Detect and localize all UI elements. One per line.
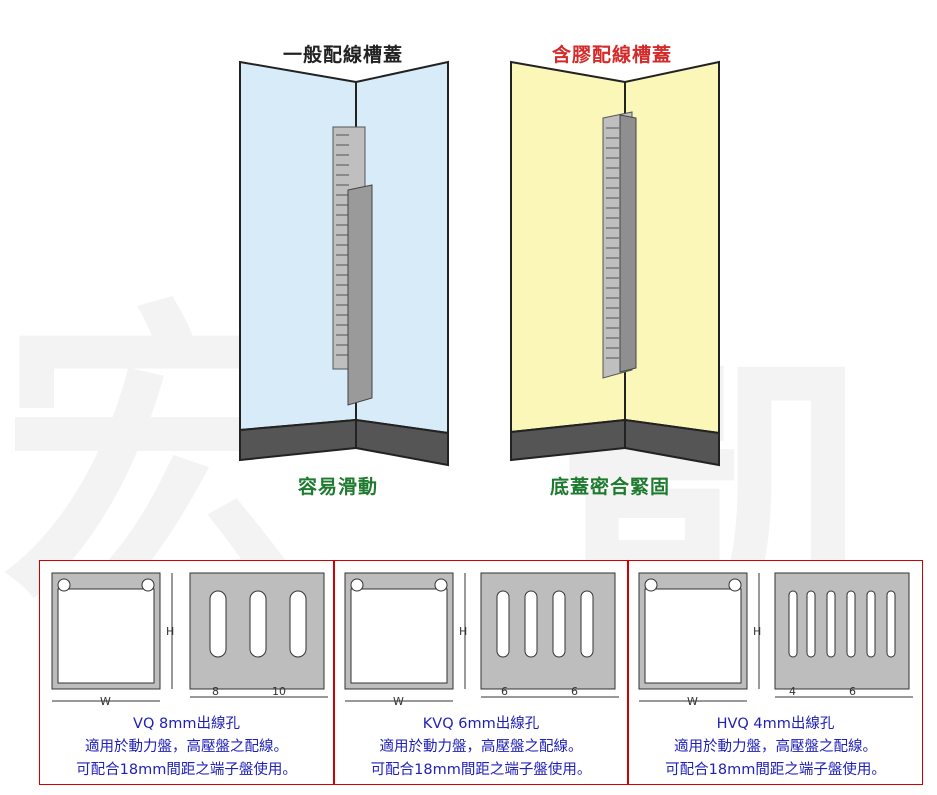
vq-h-label: H — [166, 625, 174, 638]
figure-caption-standard: 容易滑動 — [298, 476, 379, 498]
vq-profile-diagram: H W 8 10 — [51, 572, 328, 708]
spec-card-vq: H W 8 10 VQ 8mm出線孔 適用於動力盤，高壓盤之配線。 可配合18m… — [39, 560, 334, 785]
kvq-usage: 適用於動力盤，高壓盤之配線。 — [379, 739, 583, 755]
spec-card-hvq: H W 4 6 HVQ 4mm出線孔 適用於動力盤，高壓盤之配線。 可配合18m… — [628, 560, 923, 785]
hvq-profile-diagram: H W 4 6 — [638, 572, 913, 708]
vq-usage: 適用於動力盤，高壓盤之配線。 — [85, 739, 288, 755]
vq-slot-pitch: 10 — [272, 685, 286, 698]
figure-title-glued: 含膠配線槽蓋 — [552, 44, 673, 66]
kvq-slot-pitch: 6 — [571, 685, 578, 698]
hvq-h-label: H — [753, 625, 761, 638]
vq-compat: 可配合18mm間距之端子盤使用。 — [76, 762, 297, 778]
kvq-slot-width: 6 — [501, 685, 508, 698]
kvq-model: KVQ 6mm出線孔 — [422, 716, 540, 732]
kvq-profile-diagram: H W 6 6 — [344, 572, 619, 708]
kvq-w-label: W — [393, 695, 404, 708]
vq-w-label: W — [100, 695, 111, 708]
hvq-model: HVQ 4mm出線孔 — [716, 716, 835, 732]
hvq-slot-width: 4 — [789, 685, 796, 698]
figure-title-standard: 一般配線槽蓋 — [283, 44, 404, 66]
vq-model: VQ 8mm出線孔 — [133, 716, 240, 732]
hvq-w-label: W — [687, 695, 698, 708]
vq-slot-width: 8 — [212, 685, 219, 698]
hvq-usage: 適用於動力盤，高壓盤之配線。 — [674, 739, 877, 755]
kvq-h-label: H — [459, 625, 467, 638]
figure-caption-glued: 底蓋密合緊固 — [550, 476, 671, 498]
kvq-compat: 可配合18mm間距之端子盤使用。 — [370, 762, 592, 778]
hvq-compat: 可配合18mm間距之端子盤使用。 — [665, 762, 886, 778]
hvq-slot-pitch: 6 — [849, 685, 856, 698]
spec-card-kvq: H W 6 6 KVQ 6mm出線孔 適用於動力盤，高壓盤之配線。 可配合18m… — [334, 560, 628, 785]
